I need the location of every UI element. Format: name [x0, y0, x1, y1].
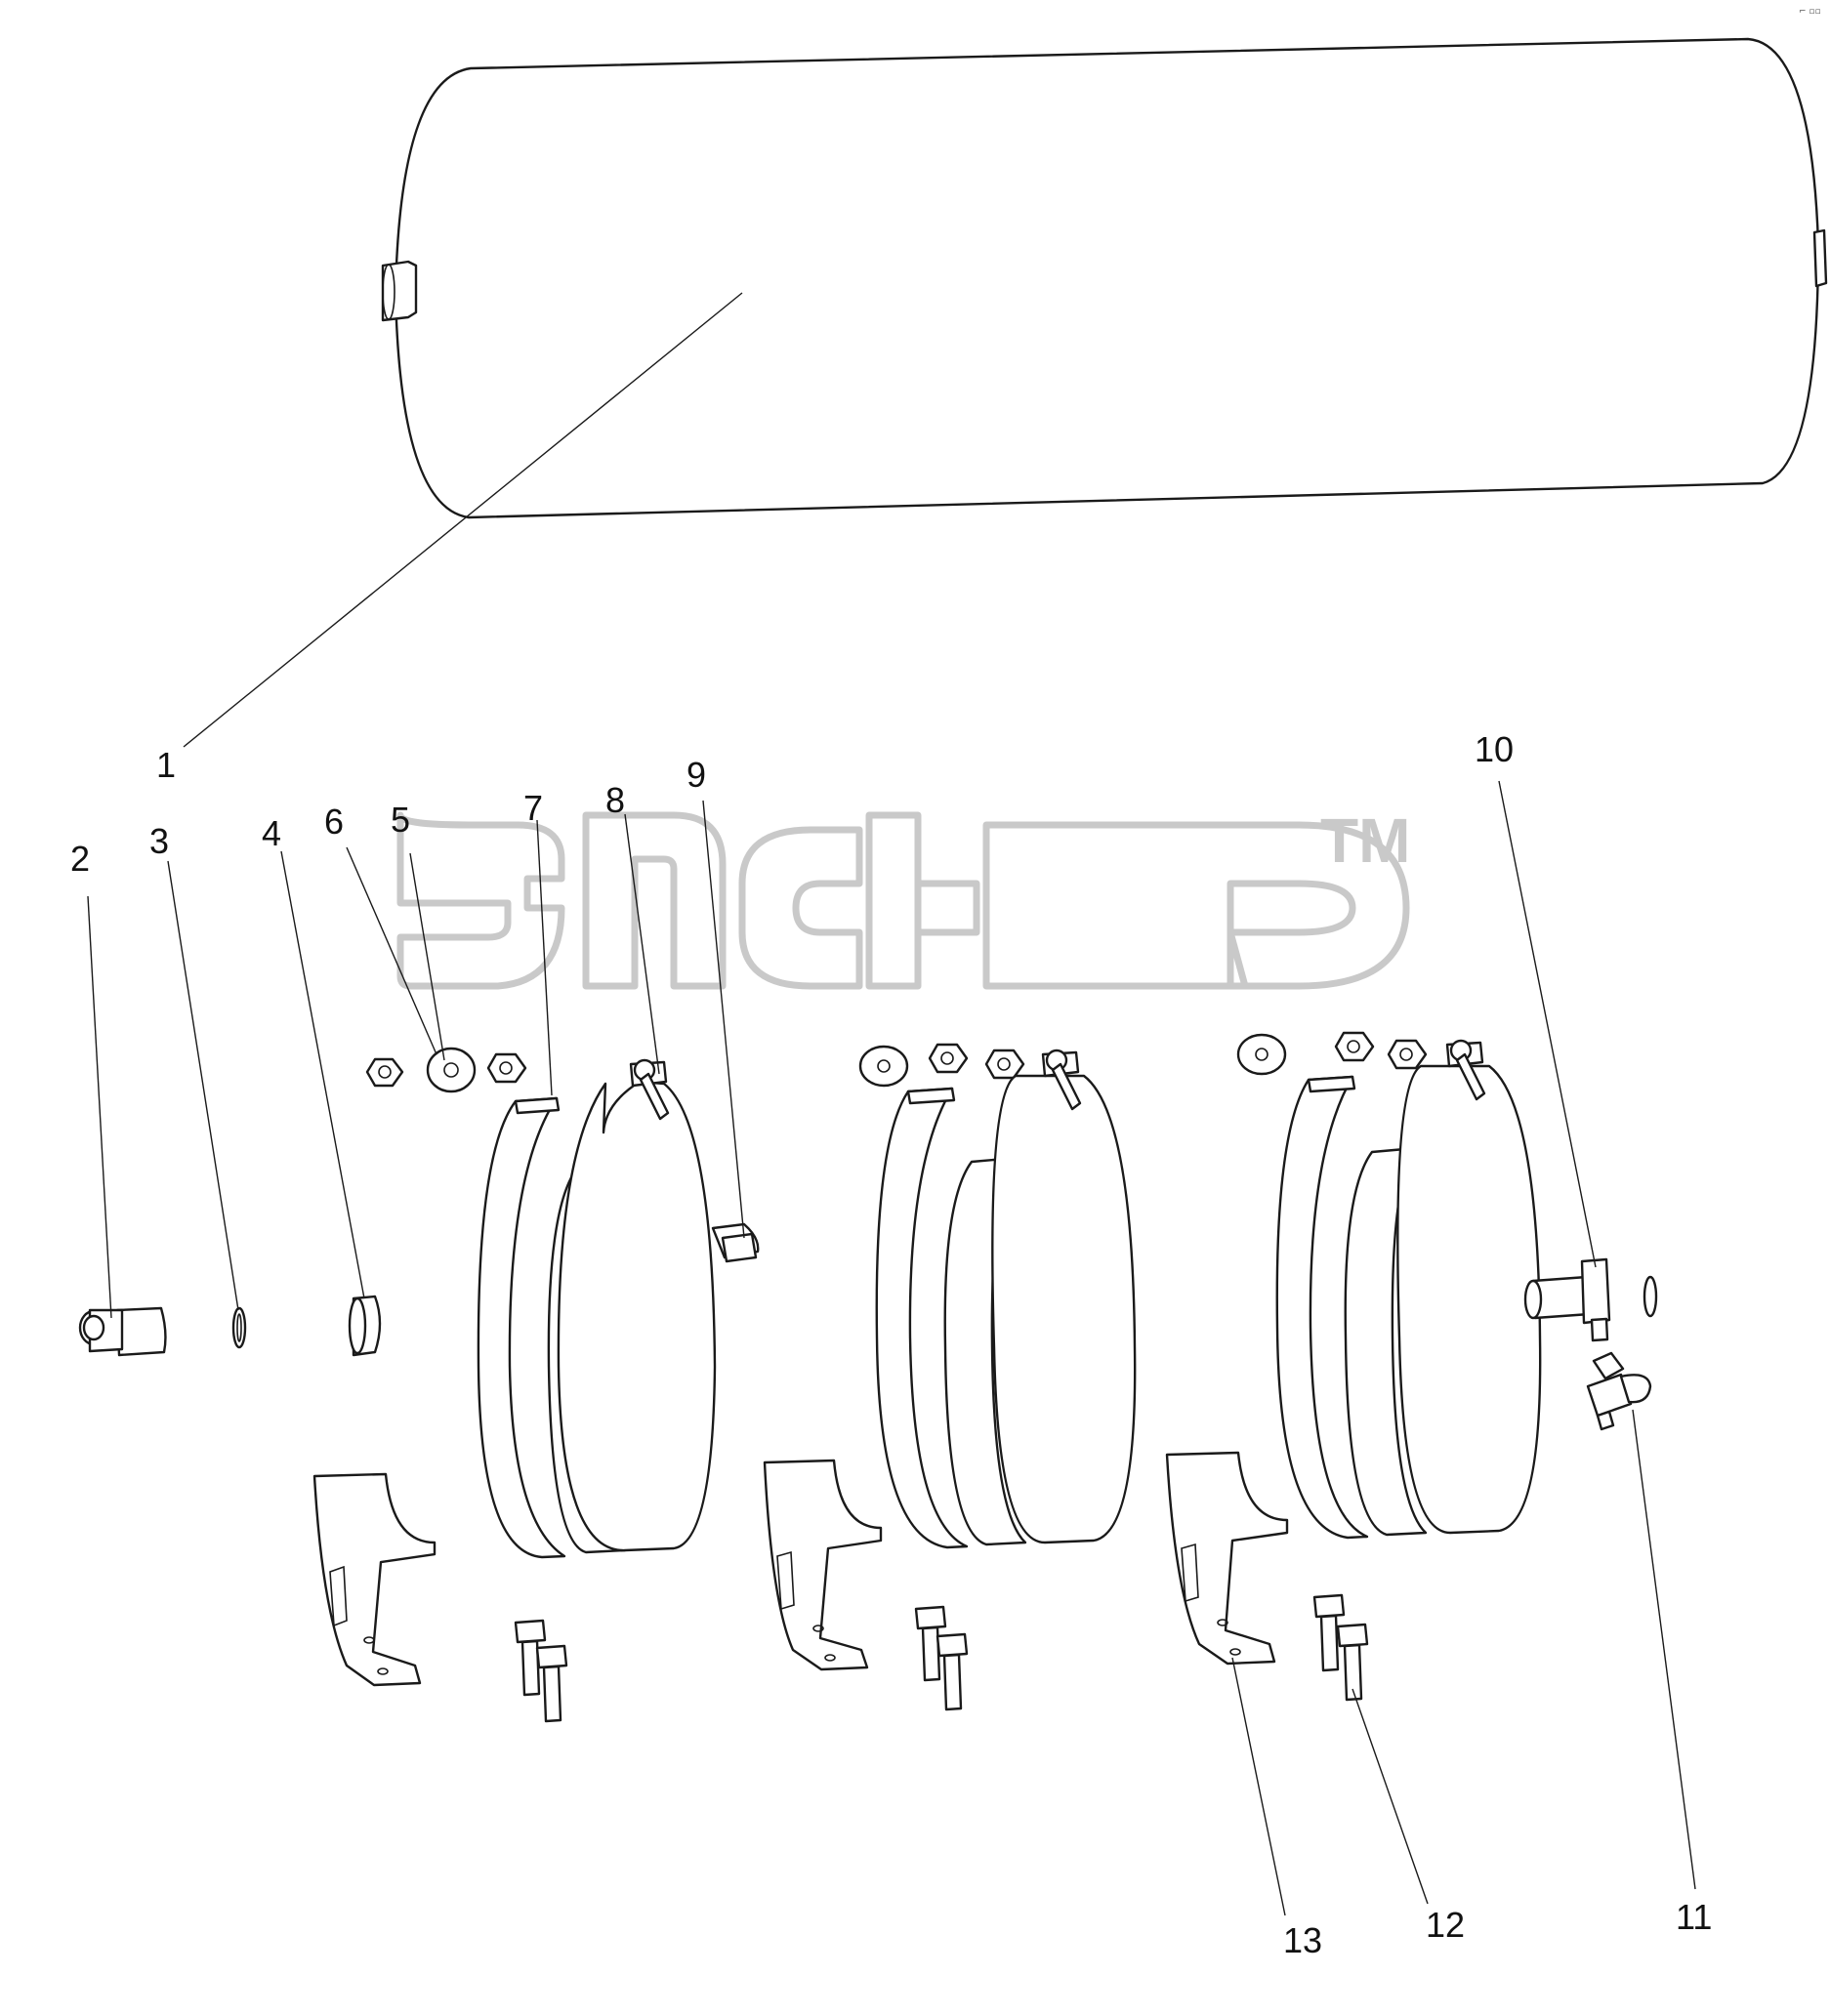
- callout-2: 2: [70, 839, 90, 879]
- bracket-c: [1165, 1451, 1289, 1666]
- callout-5: 5: [391, 800, 410, 840]
- drain-valve: [1586, 1351, 1652, 1431]
- bolt-pair-c: [1312, 1593, 1369, 1702]
- callout-labels: 1 2 3 4 5 6 7 8 9 10 11 12 13: [70, 729, 1712, 1960]
- callout-7: 7: [523, 788, 543, 828]
- o-ring-right: [1643, 1275, 1658, 1318]
- callout-3: 3: [149, 821, 169, 861]
- clamp-strap-group-a: [477, 1058, 760, 1559]
- elbow-fitting: [78, 1306, 167, 1357]
- watermark-logo: TM: [396, 805, 1410, 990]
- leader-lines: [87, 292, 1696, 1916]
- callout-8: 8: [605, 780, 625, 820]
- o-ring: [231, 1306, 247, 1349]
- washer-nut-group-b: [858, 1043, 1025, 1088]
- tee-fitting: [1523, 1257, 1611, 1342]
- bushing: [348, 1295, 382, 1357]
- clamp-strap-group-c: [1275, 1039, 1542, 1540]
- washer-nut-group-c: [1236, 1031, 1428, 1076]
- callout-6: 6: [324, 802, 344, 842]
- bolt-pair-b: [914, 1605, 969, 1711]
- callout-12: 12: [1426, 1905, 1465, 1945]
- bracket-a: [312, 1472, 437, 1687]
- clamp-strap-group-b: [875, 1049, 1137, 1549]
- bracket-b: [763, 1459, 883, 1671]
- callout-9: 9: [686, 755, 706, 795]
- watermark-tm-label: TM: [1320, 805, 1410, 876]
- callout-13: 13: [1283, 1920, 1322, 1960]
- callout-4: 4: [262, 813, 281, 853]
- callout-1: 1: [156, 745, 176, 785]
- bolt-pair-a: [514, 1619, 568, 1723]
- callout-10: 10: [1475, 729, 1514, 769]
- corner-mark: ⌐ ▫▫: [1799, 7, 1821, 17]
- callout-11: 11: [1676, 1897, 1712, 1937]
- air-tank: [381, 37, 1828, 519]
- washer-nut-group-a: [365, 1047, 527, 1093]
